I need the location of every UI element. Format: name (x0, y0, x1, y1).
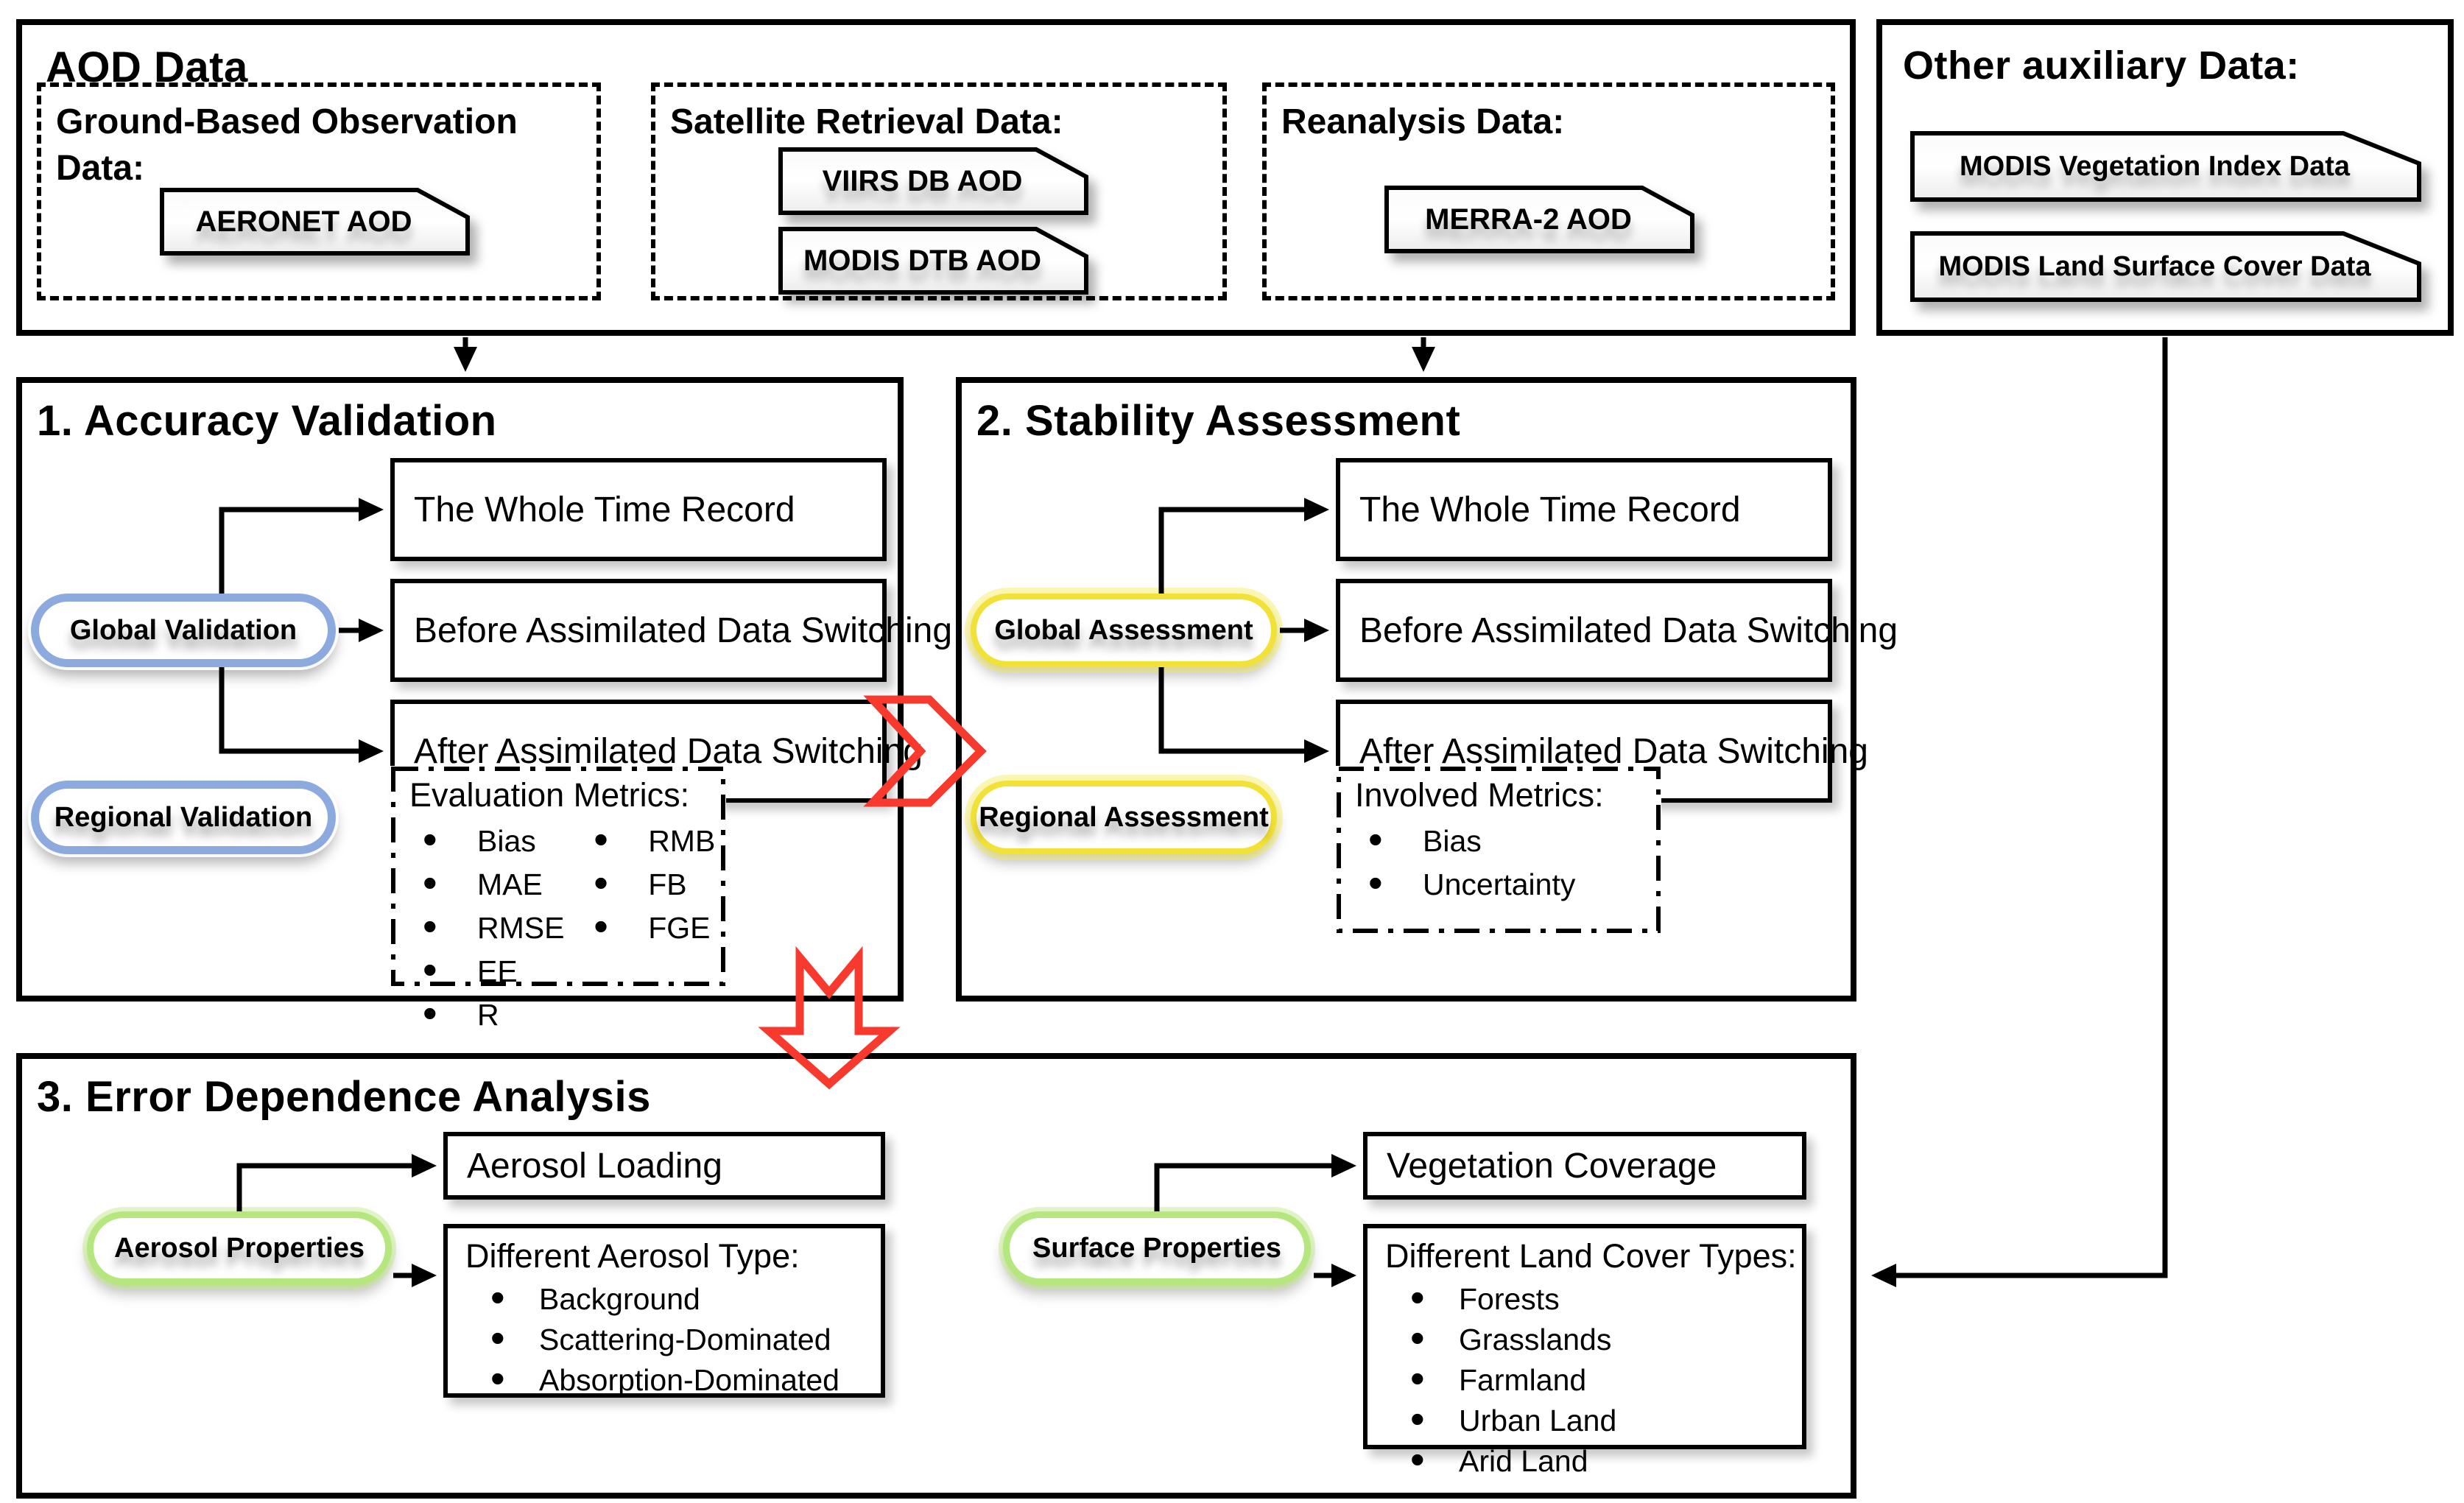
dash-dot-border (1337, 767, 1661, 933)
plaque-shape-icon (1910, 131, 2421, 202)
tag-merra2-aod: MERRA-2 AOD (1383, 184, 1696, 255)
evaluation-metrics-columns: Bias MAE RMSE EE R RMB FB FGE (409, 814, 726, 1032)
evaluation-metrics-title: Evaluation Metrics: (409, 776, 690, 814)
arrow-auxiliary-to-step3 (1871, 337, 2168, 1287)
land-cover-type-title: Different Land Cover Types: (1385, 1237, 1797, 1275)
involved-metrics-box: Involved Metrics: Bias Uncertainty (1336, 766, 1661, 934)
metric-item: MAE (409, 867, 580, 901)
land-cover-item: Arid Land (1385, 1445, 1802, 1478)
plaque-shape-icon (1910, 231, 2421, 302)
before-switching-box-2: Before Assimilated Data Switching (1336, 579, 1898, 682)
land-cover-item: Farmland (1385, 1363, 1802, 1397)
aerosol-type-title: Different Aerosol Type: (465, 1237, 800, 1275)
whole-time-record-box-2: The Whole Time Record (1336, 458, 1832, 561)
plaque-shape-icon (1384, 186, 1694, 253)
satellite-title: Satellite Retrieval Data: (670, 102, 1063, 141)
tag-aeronet-aod: AERONET AOD (158, 186, 471, 257)
before-switching-box-1: Before Assimilated Data Switching (390, 579, 952, 682)
land-cover-item: Forests (1385, 1282, 1802, 1316)
regional-validation-pill: Regional Validation (31, 781, 336, 854)
pill-label: Global Validation (69, 614, 298, 646)
stability-assessment-title: 2. Stability Assessment (976, 397, 1461, 445)
tag-label: AERONET AOD (195, 205, 412, 238)
tag-modis-land-surface-cover: MODIS Land Surface Cover Data (1909, 230, 2423, 303)
tag-viirs-db-aod: VIIRS DB AOD (777, 146, 1090, 217)
aerosol-type-item: Background (465, 1282, 881, 1316)
metric-item: Bias (1355, 824, 1661, 858)
ground-based-title: Ground-Based Observation Data: (56, 102, 518, 189)
plaque-shape-icon (778, 227, 1088, 295)
metric-item: R (409, 999, 580, 1032)
plaque-shape-icon (778, 147, 1088, 215)
surface-properties-pill: Surface Properties (1003, 1211, 1311, 1285)
tag-modis-vegetation-index: MODIS Vegetation Index Data (1909, 130, 2423, 203)
reanalysis-title: Reanalysis Data: (1281, 102, 1565, 141)
aerosol-type-box: Different Aerosol Type: Background Scatt… (443, 1224, 885, 1398)
metrics-col2: RMB FB FGE (580, 814, 715, 1032)
tag-label: MODIS Vegetation Index Data (1960, 150, 2350, 182)
global-validation-pill: Global Validation (31, 594, 336, 667)
whole-time-record-box-1: The Whole Time Record (390, 458, 887, 561)
dash-dot-border (391, 767, 725, 986)
land-cover-type-box: Different Land Cover Types: Forests Gras… (1363, 1224, 1806, 1478)
evaluation-metrics-box: Evaluation Metrics: Bias MAE RMSE EE R R… (390, 766, 726, 1032)
tag-label: VIIRS DB AOD (822, 164, 1023, 197)
pill-label: Aerosol Properties (114, 1232, 365, 1264)
involved-metrics-list: Bias Uncertainty (1355, 824, 1661, 901)
pill-label: Surface Properties (1032, 1232, 1281, 1264)
metric-item: FGE (580, 911, 715, 945)
aerosol-properties-pill: Aerosol Properties (87, 1211, 392, 1285)
aerosol-type-item: Scattering-Dominated (465, 1323, 881, 1356)
metric-item: FB (580, 867, 715, 901)
metric-item: EE (409, 954, 580, 988)
pill-label: Regional Validation (54, 801, 313, 833)
metric-item: Uncertainty (1355, 867, 1661, 901)
pill-label: Regional Assessment (979, 801, 1269, 833)
regional-assessment-pill: Regional Assessment (971, 781, 1277, 854)
error-dependence-title: 3. Error Dependence Analysis (37, 1073, 651, 1121)
vegetation-coverage-box: Vegetation Coverage (1363, 1132, 1806, 1200)
land-cover-item: Grasslands (1385, 1323, 1802, 1356)
metric-item: Bias (409, 824, 580, 858)
metrics-col1: Bias MAE RMSE EE R (409, 814, 580, 1032)
pill-label: Global Assessment (994, 614, 1253, 646)
land-cover-type-list: Forests Grasslands Farmland Urban Land A… (1385, 1282, 1802, 1478)
involved-metrics-title: Involved Metrics: (1355, 776, 1604, 814)
tag-label: MODIS DTB AOD (803, 244, 1041, 277)
global-assessment-pill: Global Assessment (971, 594, 1277, 667)
tag-label: MERRA-2 AOD (1425, 203, 1632, 236)
land-cover-item: Urban Land (1385, 1404, 1802, 1437)
plaque-shape-icon (160, 188, 470, 256)
tag-modis-dtb-aod: MODIS DTB AOD (777, 225, 1090, 296)
auxiliary-data-title: Other auxiliary Data: (1903, 43, 2300, 88)
metric-item: RMB (580, 824, 715, 858)
accuracy-validation-title: 1. Accuracy Validation (37, 397, 497, 445)
aerosol-type-list: Background Scattering-Dominated Absorpti… (465, 1282, 881, 1397)
aerosol-type-item: Absorption-Dominated (465, 1363, 881, 1397)
tag-label: MODIS Land Surface Cover Data (1938, 250, 2371, 282)
aerosol-loading-box: Aerosol Loading (443, 1132, 885, 1200)
metric-item: RMSE (409, 911, 580, 945)
